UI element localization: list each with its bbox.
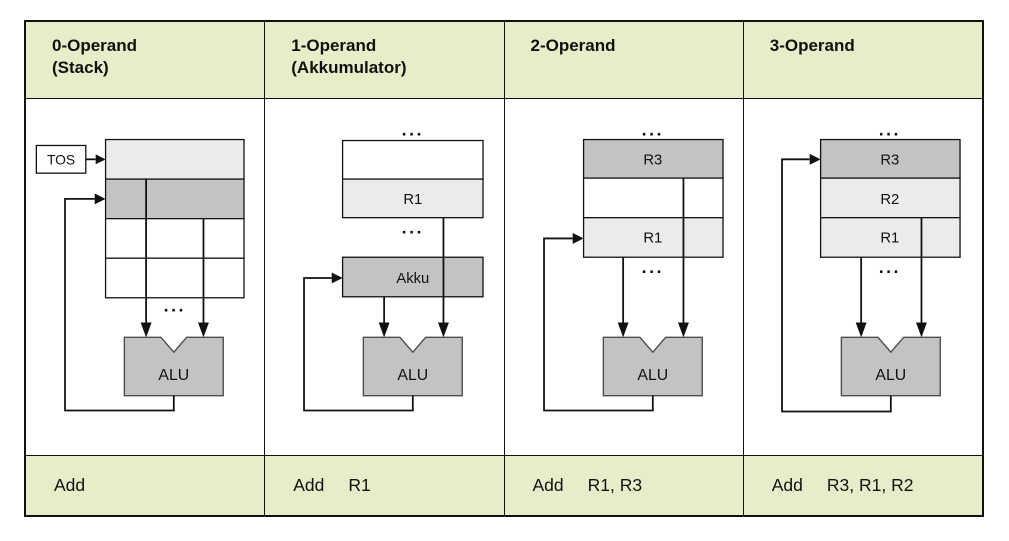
register-cell-blank (582, 177, 724, 219)
arrow-head-right (915, 322, 927, 338)
tos-box (35, 144, 87, 174)
ellipsis-mid: ... (402, 217, 424, 237)
register-cell-r2 (819, 177, 961, 219)
register-label-r3: R3 (643, 152, 662, 168)
arrow-head-right (677, 322, 689, 338)
result-feedback-wire (303, 277, 414, 412)
akku-label: Akku (397, 271, 430, 287)
arrow-head-left (140, 322, 152, 338)
stack-diagram: TOS ... ALU (26, 99, 265, 455)
tos-arrow-head (95, 154, 106, 165)
register-cell-r3 (819, 138, 961, 179)
arrow-head-right (198, 322, 209, 338)
header-line1: 2-Operand (530, 36, 616, 55)
arrow-head-left (617, 322, 629, 338)
register-cell-blank (342, 139, 484, 180)
arrow-head-left (378, 322, 390, 338)
alu-box (602, 336, 703, 397)
three-operand-diagram: ... R3 R2 R1 ... ALU (743, 99, 982, 455)
alu-box (123, 336, 224, 397)
alu-label: ALU (398, 367, 429, 384)
instruction-mnemonic: Add (532, 475, 564, 495)
ellipsis-bottom: ... (878, 257, 900, 277)
column-2-operand: 2-Operand ... R3 R1 ... ALU (503, 22, 743, 515)
tos-label: TOS (47, 151, 75, 167)
register-cell-r3 (582, 138, 724, 179)
column-0-operand-stack: 0-Operand (Stack) TOS ... (26, 22, 265, 515)
result-arrow-head (809, 153, 821, 165)
header-line2: (Stack) (52, 58, 109, 78)
operand-architecture-table: 0-Operand (Stack) TOS ... (24, 20, 984, 517)
column-3-operand: 3-Operand ... R3 R2 R1 ... AL (742, 22, 982, 515)
alu-label: ALU (158, 367, 189, 384)
register-label-r2: R2 (880, 192, 899, 208)
ellipsis-top: ... (641, 120, 663, 140)
ellipsis-top: ... (878, 120, 900, 140)
result-arrow-head (94, 193, 106, 205)
instruction-example: Add (26, 455, 265, 515)
instruction-example: Add R1 (265, 455, 504, 515)
header-line1: 1-Operand (291, 36, 377, 55)
akkumulator-diagram-svg: ... R1 ... Akku ALU (303, 120, 484, 412)
column-header: 0-Operand (Stack) (26, 22, 265, 99)
instruction-mnemonic: Add (54, 475, 86, 495)
instruction-example: Add R1, R3 (504, 455, 743, 515)
stack-diagram-svg: TOS ... ALU (35, 138, 245, 412)
register-label-r1: R1 (643, 230, 662, 246)
alu-label: ALU (637, 367, 668, 384)
two-operand-diagram-svg: ... R3 R1 ... ALU (542, 120, 724, 412)
instruction-operands: R1, R3 (587, 475, 643, 495)
result-arrow-head (331, 272, 343, 284)
register-label-r1: R1 (880, 230, 899, 246)
instruction-operands: R1 (348, 475, 371, 495)
arrow-head-left (855, 322, 867, 338)
instruction-mnemonic: Add (771, 475, 803, 495)
ellipsis: ... (164, 296, 186, 316)
instruction-mnemonic: Add (293, 475, 325, 495)
ellipsis-bottom: ... (641, 257, 663, 277)
akkumulator-diagram: ... R1 ... Akku ALU (265, 99, 504, 455)
arrow-head-right (438, 322, 450, 338)
alu-box (362, 336, 464, 397)
instruction-operands: R3, R1, R2 (826, 475, 914, 495)
stack-cell-tos (104, 138, 245, 180)
ellipsis-top: ... (402, 120, 424, 140)
column-header: 3-Operand (743, 22, 982, 99)
result-feedback-wire (64, 197, 175, 412)
register-cell-r1 (342, 178, 484, 219)
register-label-r1: R1 (404, 192, 423, 208)
result-feedback-wire (780, 158, 892, 413)
two-operand-diagram: ... R3 R1 ... ALU (504, 99, 743, 455)
instruction-example: Add R3, R1, R2 (743, 455, 982, 515)
column-header: 2-Operand (504, 22, 743, 99)
result-feedback-wire (542, 237, 654, 412)
register-label-r3: R3 (880, 152, 899, 168)
stack-cell-3 (104, 218, 245, 259)
header-line1: 3-Operand (769, 36, 855, 55)
register-cell-r1 (582, 217, 724, 258)
akku-box (342, 256, 484, 298)
register-cell-r1 (819, 217, 961, 258)
column-1-operand-akkumulator: 1-Operand (Akkumulator) ... R1 ... Akku (264, 22, 504, 515)
column-header: 1-Operand (Akkumulator) (265, 22, 504, 99)
stack-cell-2 (104, 178, 245, 220)
stack-cell-4 (104, 257, 245, 299)
result-arrow-head (572, 232, 584, 244)
alu-box (840, 336, 941, 397)
three-operand-diagram-svg: ... R3 R2 R1 ... ALU (780, 120, 961, 413)
alu-label: ALU (875, 367, 906, 384)
header-line2: (Akkumulator) (291, 58, 407, 78)
header-line1: 0-Operand (52, 36, 138, 55)
